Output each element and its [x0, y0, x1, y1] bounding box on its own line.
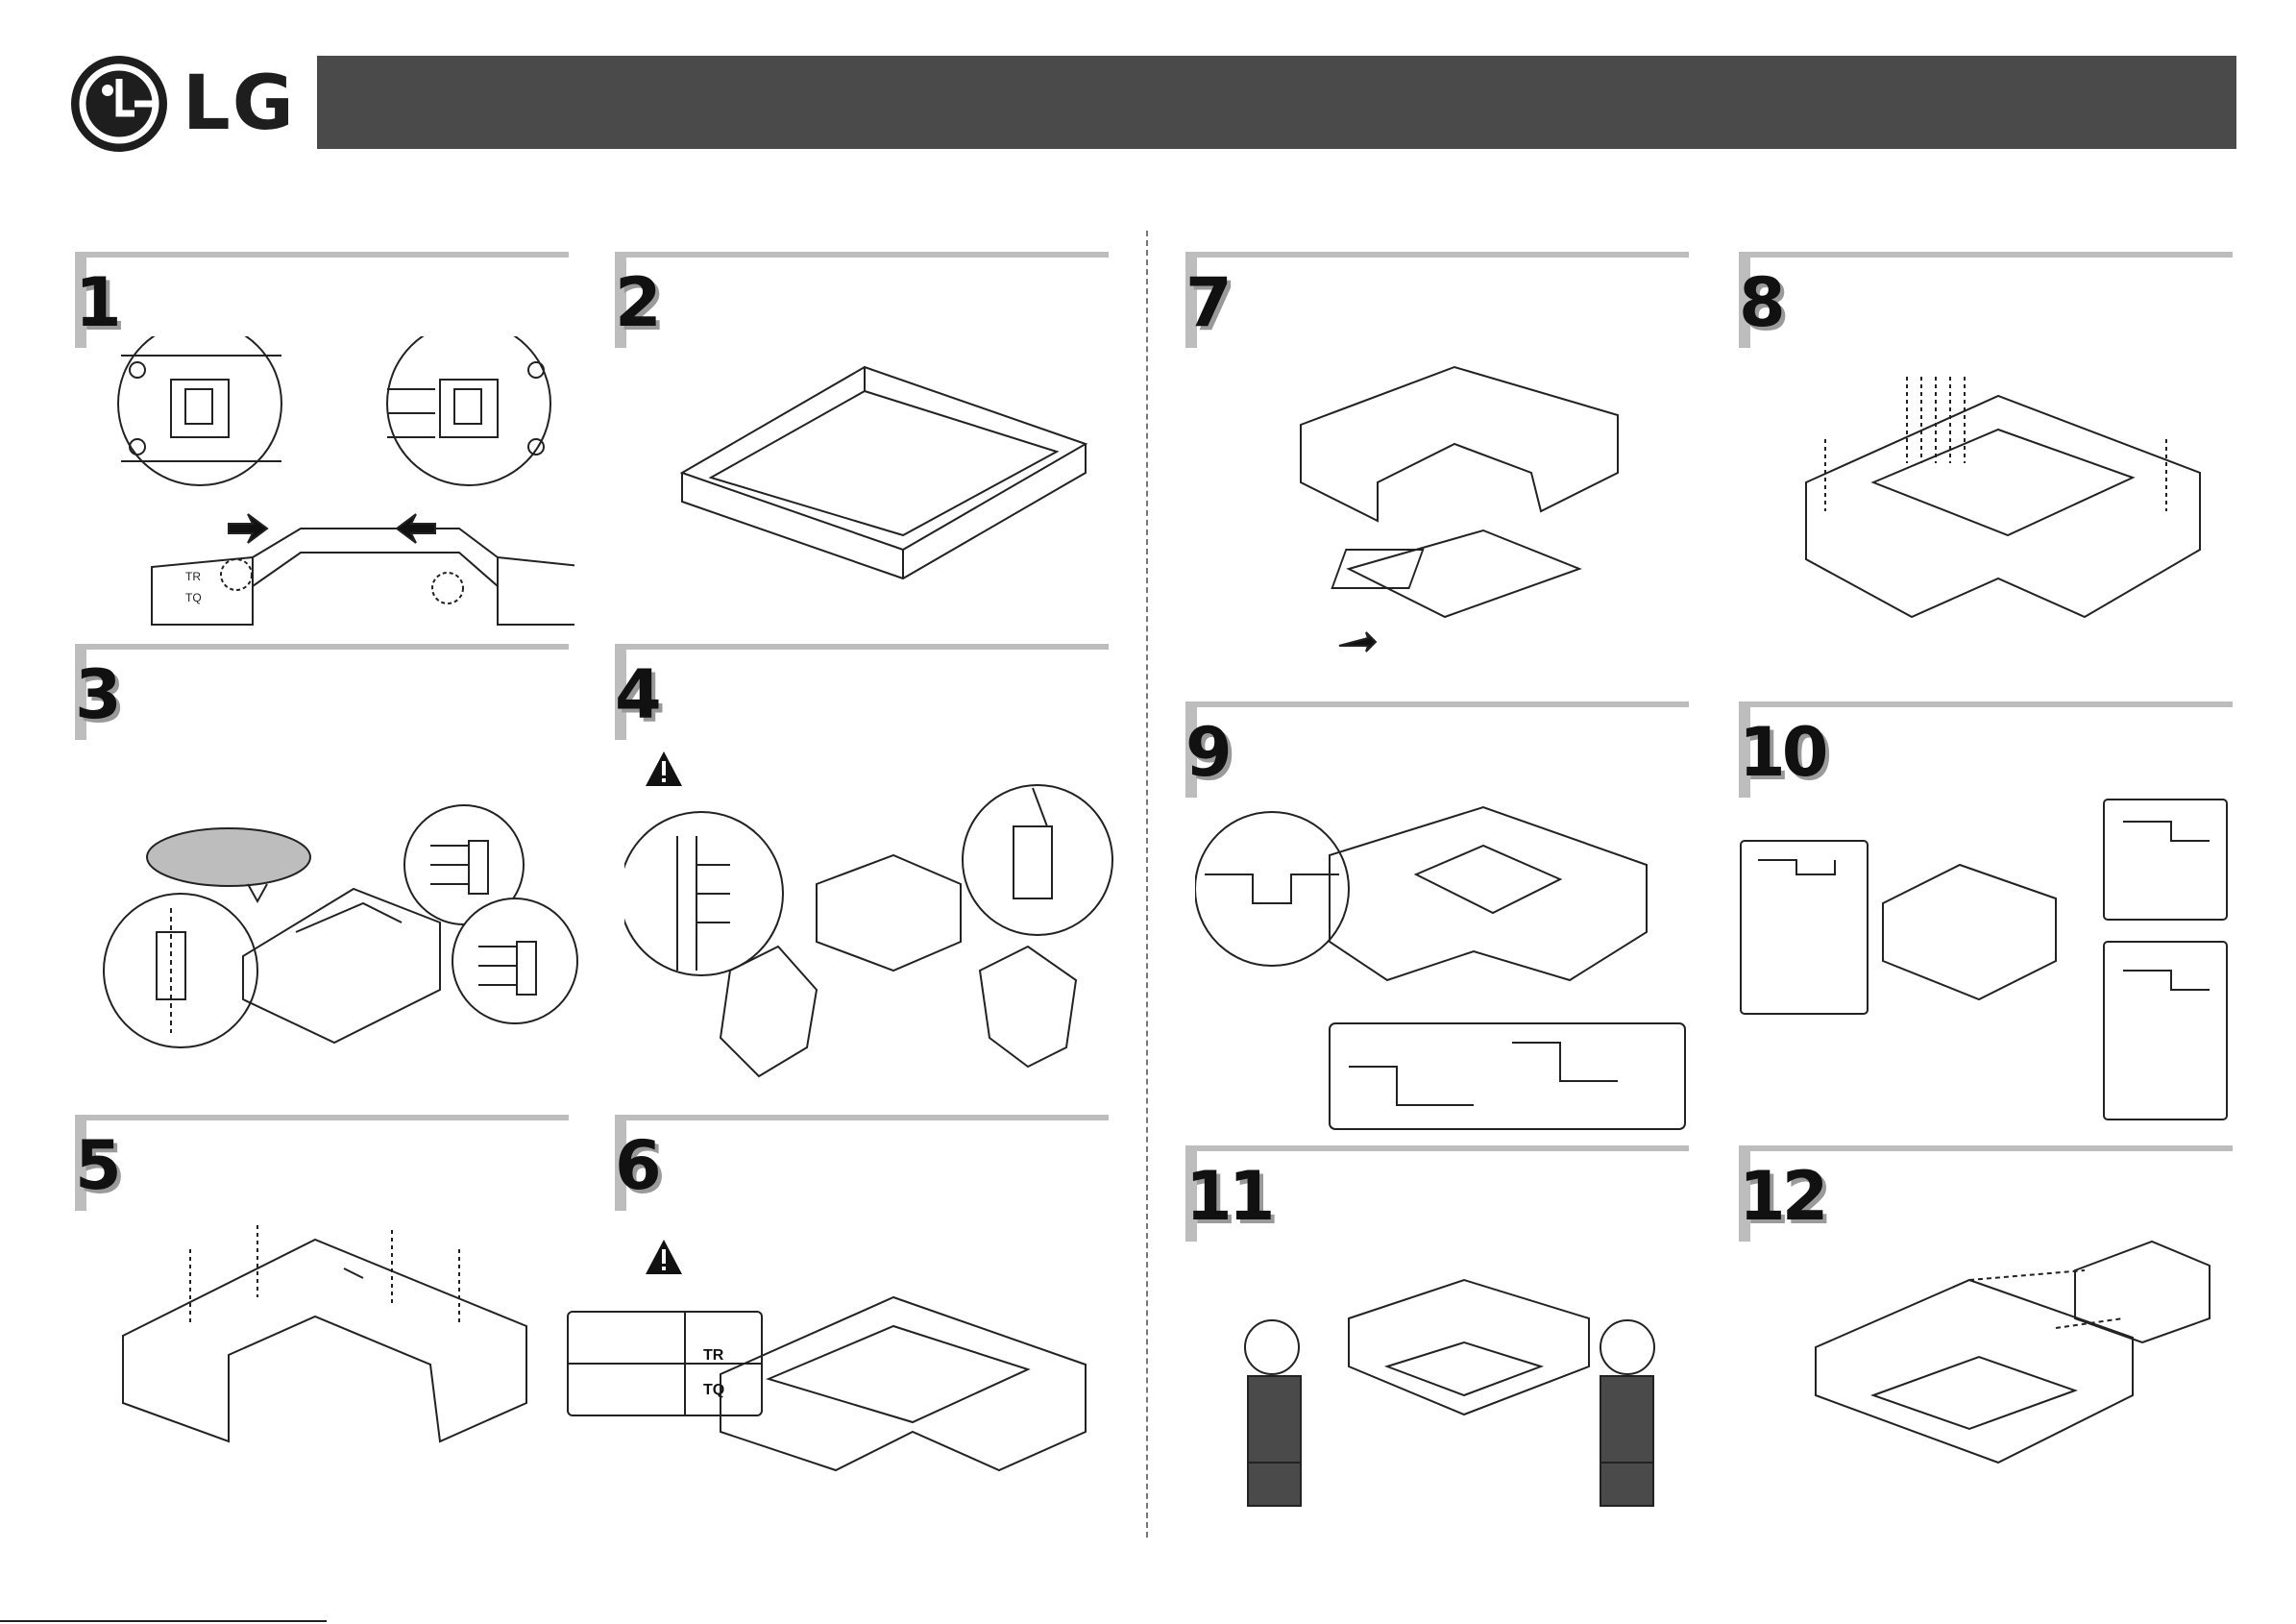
brand-name: LG	[183, 61, 296, 147]
step-4: 4	[615, 644, 1109, 1095]
step-6: 6 TR TQ	[615, 1115, 1109, 1518]
step-rule	[1185, 701, 1689, 707]
step-number: 1	[75, 269, 118, 336]
step-rule	[75, 252, 569, 258]
step-9-illustration	[1195, 798, 1690, 1134]
step-4-illustration	[624, 778, 1114, 1086]
step-12: 12	[1739, 1145, 2233, 1530]
header-bar	[317, 56, 2236, 149]
step-rule	[1739, 252, 2233, 258]
step-6-illustration	[711, 1288, 1095, 1499]
step-number: 11	[1185, 1163, 1271, 1230]
tr-label: TR	[185, 570, 201, 583]
step-number: 3	[75, 661, 118, 728]
footer-rule	[0, 1620, 327, 1622]
step-rule	[1185, 252, 1689, 258]
step-12-illustration	[1806, 1222, 2229, 1511]
step-number: 2	[615, 269, 658, 336]
step-number: 7	[1185, 269, 1229, 336]
step-11: 11	[1185, 1145, 1689, 1530]
step-rule	[1739, 1145, 2233, 1151]
step-rule	[1185, 1145, 1689, 1151]
step-rule	[615, 644, 1109, 650]
step-rule	[75, 1115, 569, 1120]
step-number: 4	[615, 661, 658, 728]
tq-label: TQ	[185, 591, 202, 604]
step-8: 8	[1739, 252, 2233, 675]
step-number: 9	[1185, 719, 1229, 786]
step-10-illustration	[1739, 798, 2233, 1124]
step-3: 3	[75, 644, 569, 1095]
step-5: 5	[75, 1115, 569, 1499]
step-9: 9	[1185, 701, 1689, 1134]
step-5-illustration	[113, 1220, 574, 1489]
warning-triangle-icon	[644, 1238, 684, 1276]
step-rule	[615, 1115, 1109, 1120]
step-7: 7	[1185, 252, 1689, 675]
step-3-illustration	[75, 788, 594, 1105]
step-8-illustration	[1796, 367, 2219, 675]
step-rule	[1739, 701, 2233, 707]
step-11-illustration	[1214, 1261, 1685, 1520]
step-number: 10	[1739, 719, 1824, 786]
step-number: 5	[75, 1132, 118, 1199]
step-rule	[615, 252, 1109, 258]
step-rule	[75, 644, 569, 650]
step-1: 1 TR TQ	[75, 252, 569, 636]
step-1-illustration	[94, 336, 574, 634]
column-divider	[1146, 231, 1148, 1538]
brand-logo: LG	[71, 56, 296, 152]
step-number: 8	[1739, 269, 1782, 336]
tr-tag-left: TR TQ	[176, 559, 291, 617]
lg-face-logo-icon	[71, 56, 167, 152]
step-7-illustration	[1291, 357, 1656, 675]
step-2: 2	[615, 252, 1109, 636]
step-10: 10	[1739, 701, 2233, 1134]
step-number: 12	[1739, 1163, 1824, 1230]
step-2-illustration	[672, 357, 1095, 627]
step-number: 6	[615, 1132, 658, 1199]
